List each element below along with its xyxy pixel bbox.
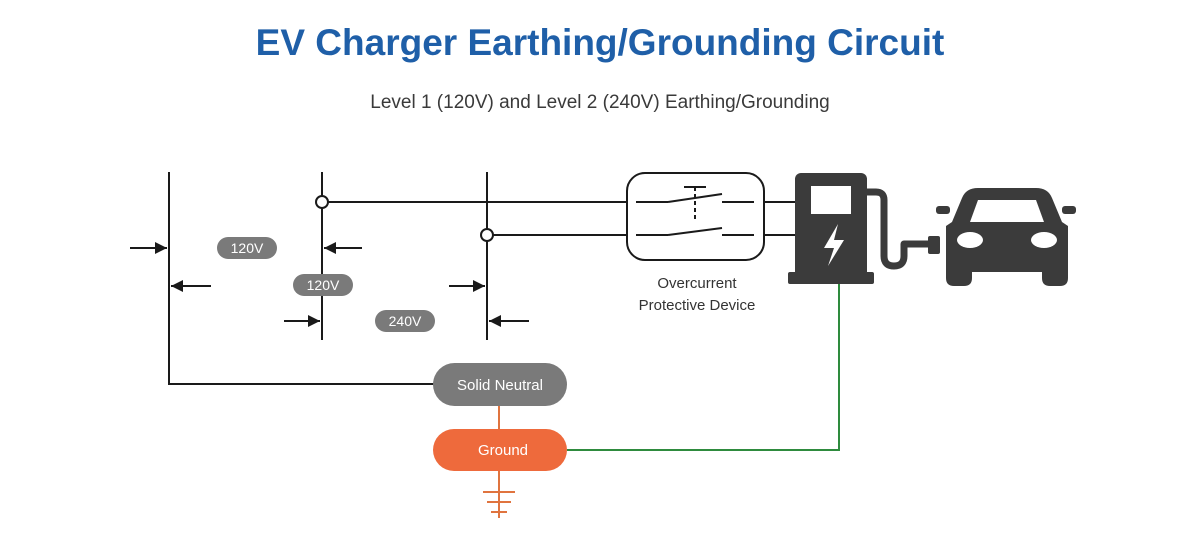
solid-neutral-node: Solid Neutral <box>433 363 567 406</box>
svg-text:Solid Neutral: Solid Neutral <box>457 377 543 394</box>
svg-text:Ground: Ground <box>478 442 528 459</box>
device-label-line2: Protective Device <box>639 297 756 314</box>
car-icon <box>928 188 1076 286</box>
svg-text:120V: 120V <box>307 277 340 293</box>
svg-text:120V: 120V <box>231 240 264 256</box>
earth-ground-icon <box>483 471 515 518</box>
svg-text:240V: 240V <box>389 313 422 329</box>
page-subtitle: Level 1 (120V) and Level 2 (240V) Earthi… <box>370 92 830 113</box>
voltage-badge-3: 240V <box>375 310 435 332</box>
junction-node-1 <box>315 195 329 209</box>
voltage-badge-2: 120V <box>293 274 353 296</box>
page-title: EV Charger Earthing/Grounding Circuit <box>255 22 945 63</box>
device-label-line1: Overcurrent <box>657 275 737 292</box>
ev-charger-icon <box>788 173 930 284</box>
overcurrent-protective-device: Overcurrent Protective Device <box>626 172 765 314</box>
supply-wires <box>168 172 806 385</box>
lightning-bolt-icon <box>824 224 844 266</box>
ground-node: Ground <box>433 429 567 471</box>
equipment-ground-wire <box>567 284 840 451</box>
voltage-badge-1: 120V <box>217 237 277 259</box>
junction-node-2 <box>480 228 494 242</box>
neutral-wire <box>168 172 434 385</box>
